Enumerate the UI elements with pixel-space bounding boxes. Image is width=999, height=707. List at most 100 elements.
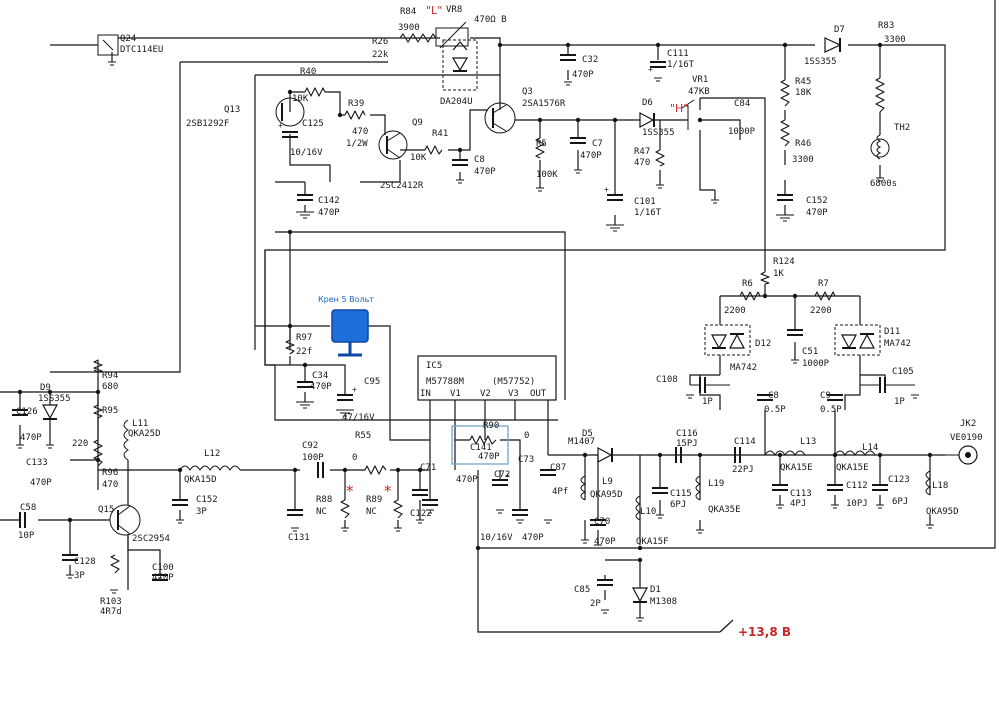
svg-text:C152: C152: [806, 196, 828, 206]
r47-ref: R47: [634, 147, 650, 157]
voltage-regulator: [331, 309, 369, 357]
c133-value: 470P: [30, 478, 52, 488]
c100-value: 470P: [152, 573, 174, 583]
c85-ref: C85: [574, 585, 590, 595]
vr8-value: 470Ω B: [474, 15, 507, 25]
svg-text:C152: C152: [196, 495, 218, 505]
c58-value: 10P: [18, 531, 35, 541]
ic5-pin-v1: V1: [450, 389, 461, 399]
svg-text:15PJ: 15PJ: [676, 439, 698, 449]
svg-text:C7: C7: [592, 139, 603, 149]
th2-ref: TH2: [894, 123, 910, 133]
svg-text:C73: C73: [518, 455, 534, 465]
l14-ref: L14: [862, 443, 878, 453]
q9-ref: Q9: [412, 118, 423, 128]
c142-ref: C142: [318, 196, 340, 206]
svg-text:6PJ: 6PJ: [670, 500, 686, 510]
svg-text:470P: 470P: [474, 167, 496, 177]
resistors: [93, 33, 885, 574]
svg-text:1/16T: 1/16T: [667, 60, 695, 70]
svg-text:470P: 470P: [30, 478, 52, 488]
l12-ref: L12: [204, 449, 220, 459]
vr8-ref: VR8: [446, 5, 462, 15]
svg-text:10PJ: 10PJ: [846, 499, 868, 509]
d11-value: MA742: [884, 339, 911, 349]
r5-ref: R5: [536, 139, 547, 149]
svg-text:MA742: MA742: [884, 339, 911, 349]
svg-text:C128: C128: [74, 557, 96, 567]
c114-ref: C114: [734, 437, 756, 447]
c8-value: 470P: [474, 167, 496, 177]
r96-value: 470: [102, 480, 118, 490]
svg-text:3300: 3300: [884, 35, 906, 45]
svg-text:+: +: [648, 65, 653, 74]
svg-text:2SA1576R: 2SA1576R: [522, 99, 566, 109]
svg-text:C111: C111: [667, 49, 689, 59]
r103-value: 4R7d: [100, 607, 122, 617]
r45-value: 18K: [795, 88, 812, 98]
svg-text:4PJ: 4PJ: [790, 499, 806, 509]
svg-text:1P: 1P: [702, 397, 713, 407]
c142-value: 470P: [318, 208, 340, 218]
r6-value: 2200: [724, 306, 746, 316]
svg-text:10K: 10K: [410, 153, 427, 163]
svg-text:2SB1292F: 2SB1292F: [186, 119, 229, 129]
jk2-connector: [945, 445, 978, 465]
svg-text:V2: V2: [480, 389, 491, 399]
svg-text:Q13: Q13: [224, 105, 240, 115]
c123-ref: C123: [888, 475, 910, 485]
q9-value: 2SC2412R: [380, 181, 424, 191]
svg-text:R124: R124: [773, 257, 795, 267]
svg-text:470P: 470P: [20, 433, 42, 443]
c92-ref: C92: [302, 441, 318, 451]
svg-text:22f: 22f: [296, 347, 312, 357]
ic5-part: M57788M: [426, 377, 465, 387]
svg-text:1SS355: 1SS355: [38, 394, 71, 404]
c70-ref: C70: [594, 517, 610, 527]
svg-text:470: 470: [634, 158, 650, 168]
r41-value: 10K: [410, 153, 427, 163]
svg-text:D11: D11: [884, 327, 900, 337]
svg-text:R97: R97: [296, 333, 312, 343]
svg-text:3900: 3900: [398, 23, 420, 33]
c108-ref: C108: [656, 375, 678, 385]
svg-text:DA204U: DA204U: [440, 97, 473, 107]
r46-ref: R46: [795, 139, 811, 149]
misc-parts: [435, 21, 890, 158]
c87-value: 4Pf: [552, 487, 568, 497]
l14-value: QKA15E: [836, 463, 869, 473]
marker-r89: *: [384, 482, 392, 500]
svg-text:R45: R45: [795, 77, 811, 87]
c7-value: 470P: [580, 151, 602, 161]
svg-text:C142: C142: [318, 196, 340, 206]
svg-text:1/2W: 1/2W: [346, 139, 368, 149]
svg-text:4R7d: 4R7d: [100, 607, 122, 617]
svg-text:10K: 10K: [292, 94, 309, 104]
svg-text:470P: 470P: [152, 573, 174, 583]
da204-label: DA204U: [440, 97, 473, 107]
l11-ref: L11: [132, 419, 148, 429]
c105-ref: C105: [892, 367, 914, 377]
svg-text:10P: 10P: [18, 531, 35, 541]
svg-text:1SS355: 1SS355: [804, 57, 837, 67]
r26-ref: R26: [372, 37, 388, 47]
svg-text:100K: 100K: [536, 170, 558, 180]
c152-value: 470P: [806, 208, 828, 218]
c32-ref: C32: [582, 55, 598, 65]
svg-text:C71: C71: [420, 463, 436, 473]
svg-text:C101: C101: [634, 197, 656, 207]
c108-value: 1P: [702, 397, 713, 407]
r90-value: 0: [524, 431, 529, 441]
r83-ref: R83: [878, 21, 894, 31]
svg-text:C8: C8: [768, 391, 779, 401]
c101-ref: C101: [634, 197, 656, 207]
l18-ref: L18: [932, 481, 948, 491]
svg-text:QKA95D: QKA95D: [590, 490, 623, 500]
svg-text:+: +: [604, 185, 609, 194]
d5-value: M1407: [568, 437, 595, 447]
svg-text:VR8: VR8: [446, 5, 462, 15]
svg-text:470P: 470P: [594, 537, 616, 547]
c152-ref: C152: [806, 196, 828, 206]
svg-text:VR1: VR1: [692, 75, 708, 85]
svg-text:L13: L13: [800, 437, 816, 447]
